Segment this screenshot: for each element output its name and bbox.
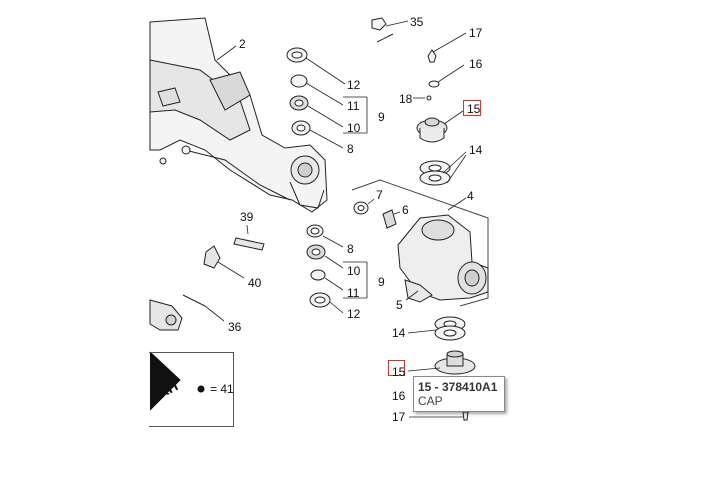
callout-35[interactable]: 35 <box>410 15 424 29</box>
kit-ref-label: = 41 <box>210 382 234 396</box>
callout-12-lower[interactable]: 12 <box>347 307 361 321</box>
part-tooltip: 15 - 378410A1 CAP <box>413 376 505 412</box>
small-bolt-part <box>376 33 394 43</box>
callout-15-highlight[interactable] <box>463 100 481 116</box>
kit-triangle-icon <box>150 352 180 410</box>
kit-legend-box <box>149 352 234 427</box>
steering-knuckle-part[interactable] <box>397 214 489 303</box>
callout-2[interactable]: 2 <box>239 37 246 51</box>
callout-15-lower[interactable]: 15 <box>392 365 406 379</box>
grease-fitting-part[interactable] <box>426 95 432 101</box>
cap-part-lower[interactable] <box>434 350 476 375</box>
callout-18[interactable]: 18 <box>399 92 413 106</box>
cap-part-upper[interactable] <box>416 117 448 143</box>
callout-14[interactable]: 14 <box>469 143 483 157</box>
callout-36[interactable]: 36 <box>228 320 242 334</box>
callout-8[interactable]: 8 <box>347 142 354 156</box>
tooltip-description: CAP <box>418 394 443 408</box>
axle-housing-part[interactable] <box>149 17 328 213</box>
clamp-part-40[interactable] <box>203 245 221 269</box>
tooltip-part-number: 15 - 378410A1 <box>418 380 498 394</box>
callout-9[interactable]: 9 <box>378 110 385 124</box>
tie-rod-end-part[interactable] <box>149 299 183 331</box>
shim-part-upper[interactable] <box>419 160 451 186</box>
nut-part[interactable] <box>371 17 387 31</box>
callout-17-lower[interactable]: 17 <box>392 410 406 424</box>
callout-5[interactable]: 5 <box>396 298 403 312</box>
callout-9-lower[interactable]: 9 <box>378 275 385 289</box>
callout-6[interactable]: 6 <box>402 203 409 217</box>
bullet-icon <box>197 385 205 393</box>
callout-16[interactable]: 16 <box>469 57 483 71</box>
bearing-cup-part-b[interactable] <box>310 269 326 281</box>
callout-15-lower-highlight[interactable] <box>388 360 405 376</box>
callout-11[interactable]: 11 <box>347 99 360 113</box>
callout-16-lower[interactable]: 16 <box>392 389 406 403</box>
callout-15[interactable]: 15 <box>467 102 481 116</box>
bolt-part-lower[interactable] <box>462 411 469 421</box>
bolt-part[interactable] <box>427 49 437 63</box>
callout-4[interactable]: 4 <box>467 189 474 203</box>
callout-10-lower[interactable]: 10 <box>347 264 361 278</box>
washer-small-part[interactable] <box>428 80 440 88</box>
callout-8-lower[interactable]: 8 <box>347 242 354 256</box>
bearing-cup-part[interactable] <box>290 74 308 88</box>
leader-lines <box>204 20 467 418</box>
callout-11-lower[interactable]: 11 <box>347 286 360 300</box>
callout-7[interactable]: 7 <box>376 188 383 202</box>
callout-17[interactable]: 17 <box>469 26 483 40</box>
pin-part-39[interactable] <box>233 237 265 251</box>
bushing-part-6[interactable] <box>382 209 397 229</box>
callout-39[interactable]: 39 <box>240 210 254 224</box>
callout-12[interactable]: 12 <box>347 78 361 92</box>
rod-part-36 <box>182 294 206 307</box>
callout-14-lower[interactable]: 14 <box>392 326 406 340</box>
shim-part-lower[interactable] <box>434 316 466 341</box>
callout-40[interactable]: 40 <box>248 276 262 290</box>
callout-10[interactable]: 10 <box>347 121 361 135</box>
